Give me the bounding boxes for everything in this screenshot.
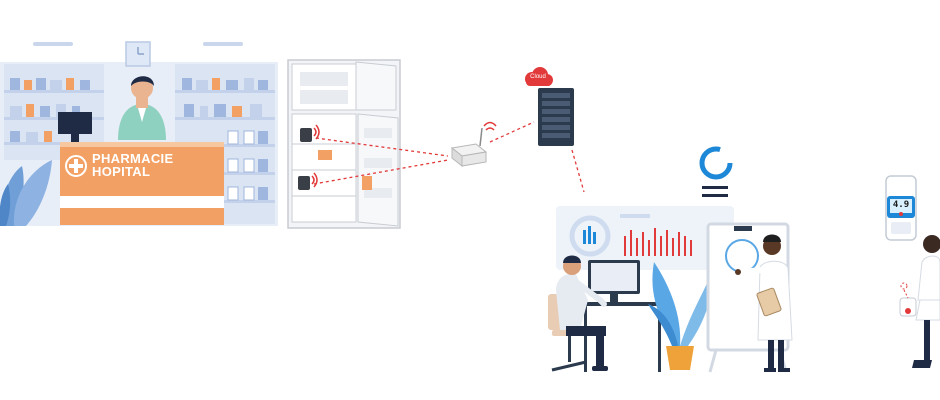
pharmacy-illustration [0,41,278,226]
counter-monitor [58,112,92,142]
cloud-server [525,67,574,146]
wall-clock-icon [125,41,151,67]
ceiling-light [203,42,243,46]
cloud-label: Cloud [530,74,546,80]
monitoring-office [548,146,793,373]
ceiling-light [33,42,73,46]
standing-doctor [735,234,793,372]
cloud-icon [525,67,553,86]
pharmacy-counter [60,142,224,225]
office-plant [648,262,713,370]
fridge-sensor-bottom [298,172,318,190]
refrigerator [287,59,401,229]
seated-analyst [556,255,608,371]
data-links [313,121,585,193]
nurse [899,235,940,368]
iot-gateway [450,121,497,168]
pharmacy-sign-line2: HOPITAL [92,164,151,179]
pharmacy-sign: PHARMACIE HOPITAL [92,152,212,178]
dashboard-bars [624,228,692,256]
cross-icon [65,155,87,177]
ring-logo-icon [699,146,733,197]
usb-data-logger [885,175,917,241]
wifi-signal-icon [483,121,497,131]
logger-display: 4.9 [892,200,910,210]
pharmacy-plant [0,160,52,226]
pharmacy-sign-line1: PHARMACIE [92,151,174,166]
pharmacist [118,76,166,140]
